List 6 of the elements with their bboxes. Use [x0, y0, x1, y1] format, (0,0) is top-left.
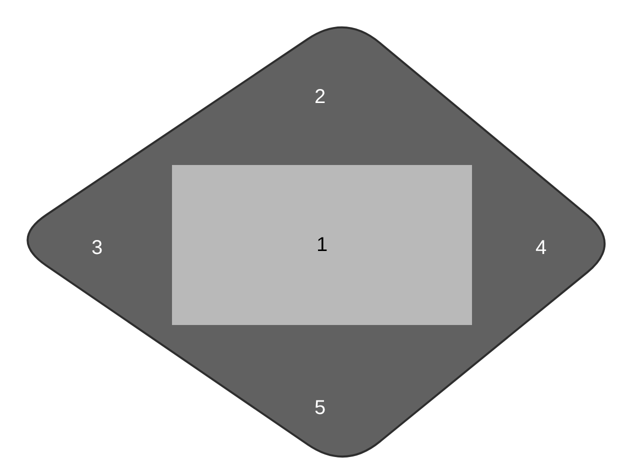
- region-number: 1: [316, 235, 328, 255]
- region-number: 2: [314, 87, 326, 107]
- center-rectangle: [172, 165, 472, 325]
- region-number: 3: [91, 238, 103, 258]
- region-number: 4: [535, 238, 547, 258]
- region-number: 5: [314, 398, 326, 418]
